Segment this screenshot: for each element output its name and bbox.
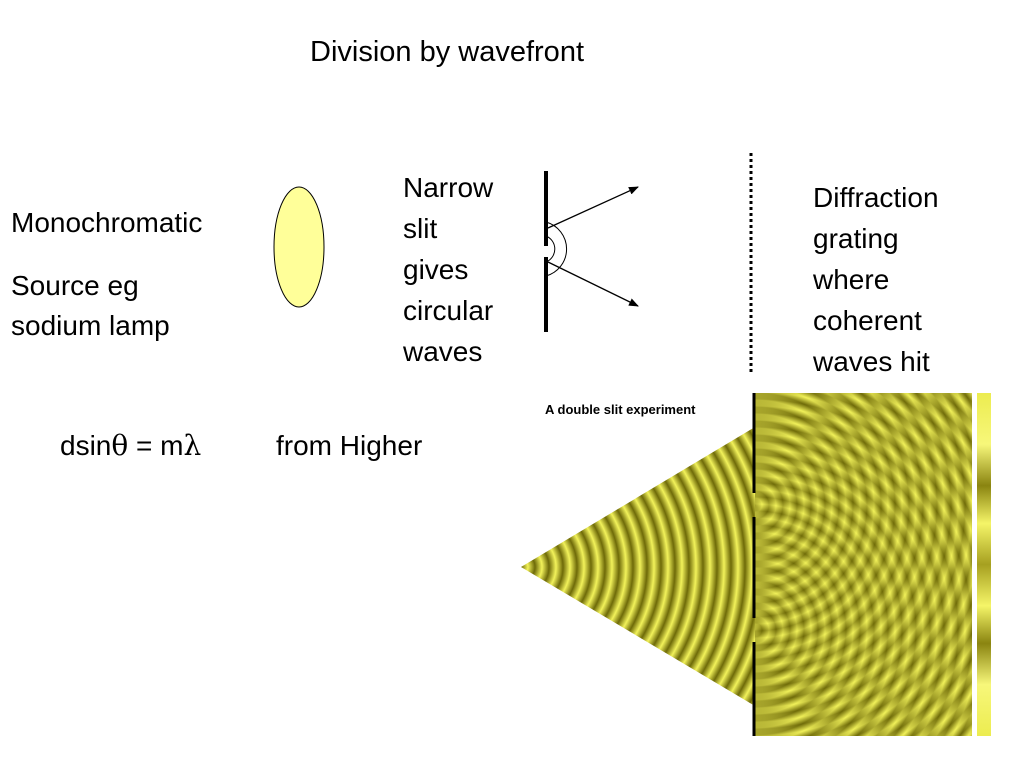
- theta-symbol: θ: [111, 429, 129, 462]
- grating-text-line-4: coherent: [813, 305, 922, 336]
- slit-text-line-3: gives: [403, 254, 469, 285]
- slit-arc-inner: [545, 235, 556, 263]
- equation-source-note: from Higher: [276, 430, 423, 461]
- slide-title: Division by wavefront: [310, 36, 584, 68]
- slit-text-line-4: circular: [403, 295, 494, 326]
- equation-prefix: dsin: [60, 430, 112, 461]
- interference-pattern: [755, 393, 972, 736]
- slit-text-line-1: Narrow: [403, 172, 494, 203]
- grating-text-line-3: where: [813, 264, 890, 295]
- lambda-symbol: λ: [183, 429, 202, 462]
- experiment-title: A double slit experiment: [545, 402, 696, 417]
- diffraction-arrow-up: [547, 186, 639, 229]
- double-slit-image: [521, 393, 991, 736]
- equation-equals: = m: [128, 430, 184, 461]
- source-label-line-3: sodium lamp: [11, 310, 170, 341]
- slit-text-line-2: slit: [403, 213, 438, 244]
- slit-arc-outer: [545, 221, 568, 277]
- lamp-ellipse: [273, 186, 325, 308]
- screen-fringes: [977, 393, 991, 736]
- source-label-line-2: Source eg: [11, 270, 139, 301]
- grating-text-line-2: grating: [813, 223, 899, 254]
- incident-waves: [521, 427, 755, 706]
- grating-equation: dsinθ = mλ: [60, 426, 201, 466]
- slit-text-line-5: waves: [403, 336, 483, 367]
- grating-text-line-5: waves hit: [813, 346, 930, 377]
- screen-gap: [972, 393, 977, 736]
- grating-text-line-1: Diffraction: [813, 182, 939, 213]
- source-label-line-1: Monochromatic: [11, 207, 203, 238]
- diffraction-arrow-down: [547, 261, 639, 307]
